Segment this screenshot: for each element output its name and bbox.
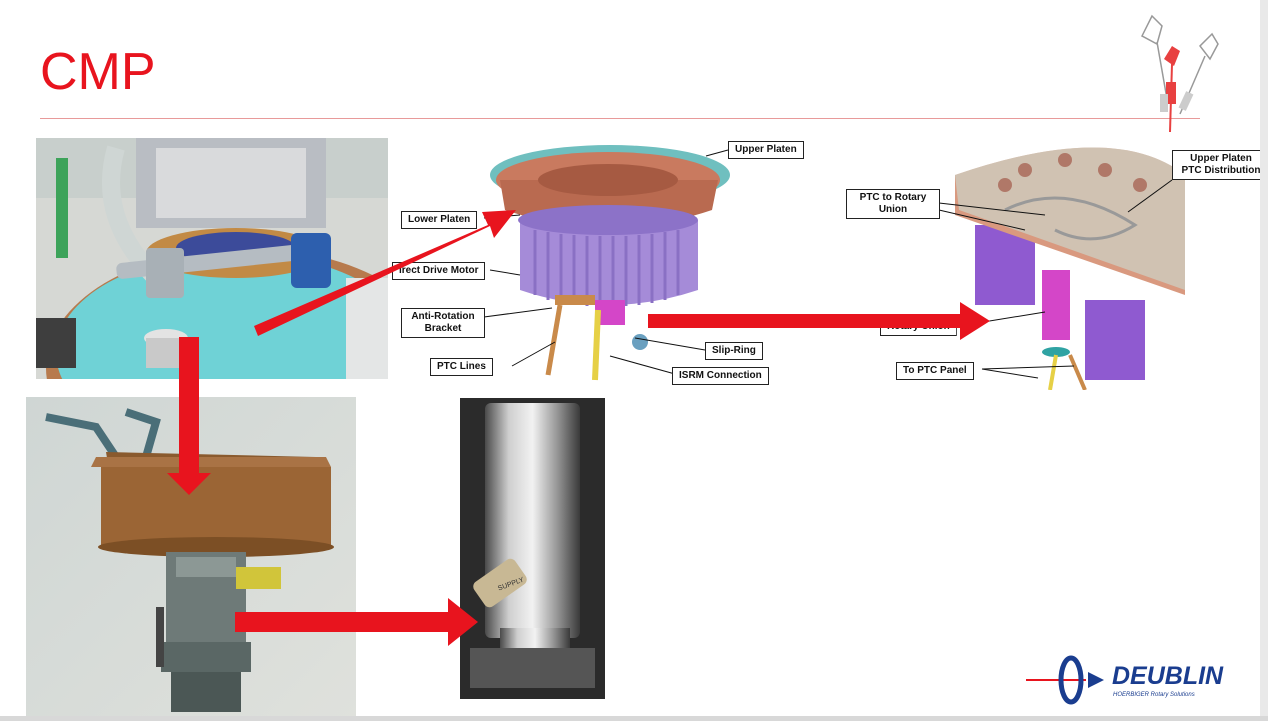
deublin-logo-icon [1026, 655, 1104, 705]
callout-to-ptc-panel: To PTC Panel [896, 362, 974, 380]
bottom-edge-bar [0, 716, 1268, 721]
right-edge-bar [1260, 0, 1268, 721]
arrow-to-cutaway [648, 302, 990, 340]
platen-motor-diagram [490, 145, 730, 381]
darts-logo-icon [1141, 14, 1219, 133]
deublin-logo: DEUBLIN HOERBIGER Rotary Solutions [1026, 652, 1236, 708]
slide-title: CMP [40, 43, 156, 101]
deublin-logo-name: DEUBLIN [1112, 662, 1224, 690]
deublin-logo-tagline: HOERBIGER Rotary Solutions [1113, 692, 1195, 698]
callout-ptc-to-rotary-union: PTC to Rotary Union [846, 189, 940, 219]
arrow-to-steel-union [235, 598, 478, 646]
arrow-to-platen [254, 210, 516, 336]
callout-slip-ring: Slip-Ring [705, 342, 763, 360]
title-divider [40, 118, 1200, 119]
arrow-down-to-copper [167, 337, 211, 495]
callout-lower-platen: Lower Platen [401, 211, 478, 229]
callout-ptc-lines: PTC Lines [430, 358, 493, 376]
callout-direct-drive-motor: irect Drive Motor [392, 262, 486, 280]
cmp-machine-render [36, 138, 388, 379]
callout-isrm-connection: ISRM Connection [672, 367, 769, 385]
ptc-distribution-cutaway [955, 147, 1185, 390]
callout-upper-platen-ptc-distribution: Upper Platen PTC Distribution [1172, 150, 1268, 180]
callout-anti-rotation-bracket: Anti-Rotation Bracket [401, 308, 485, 338]
steel-rotary-union-photo: SUPPLY [460, 398, 605, 699]
rotary-union-copper-render [26, 397, 356, 721]
callout-upper-platen: Upper Platen [728, 141, 804, 159]
